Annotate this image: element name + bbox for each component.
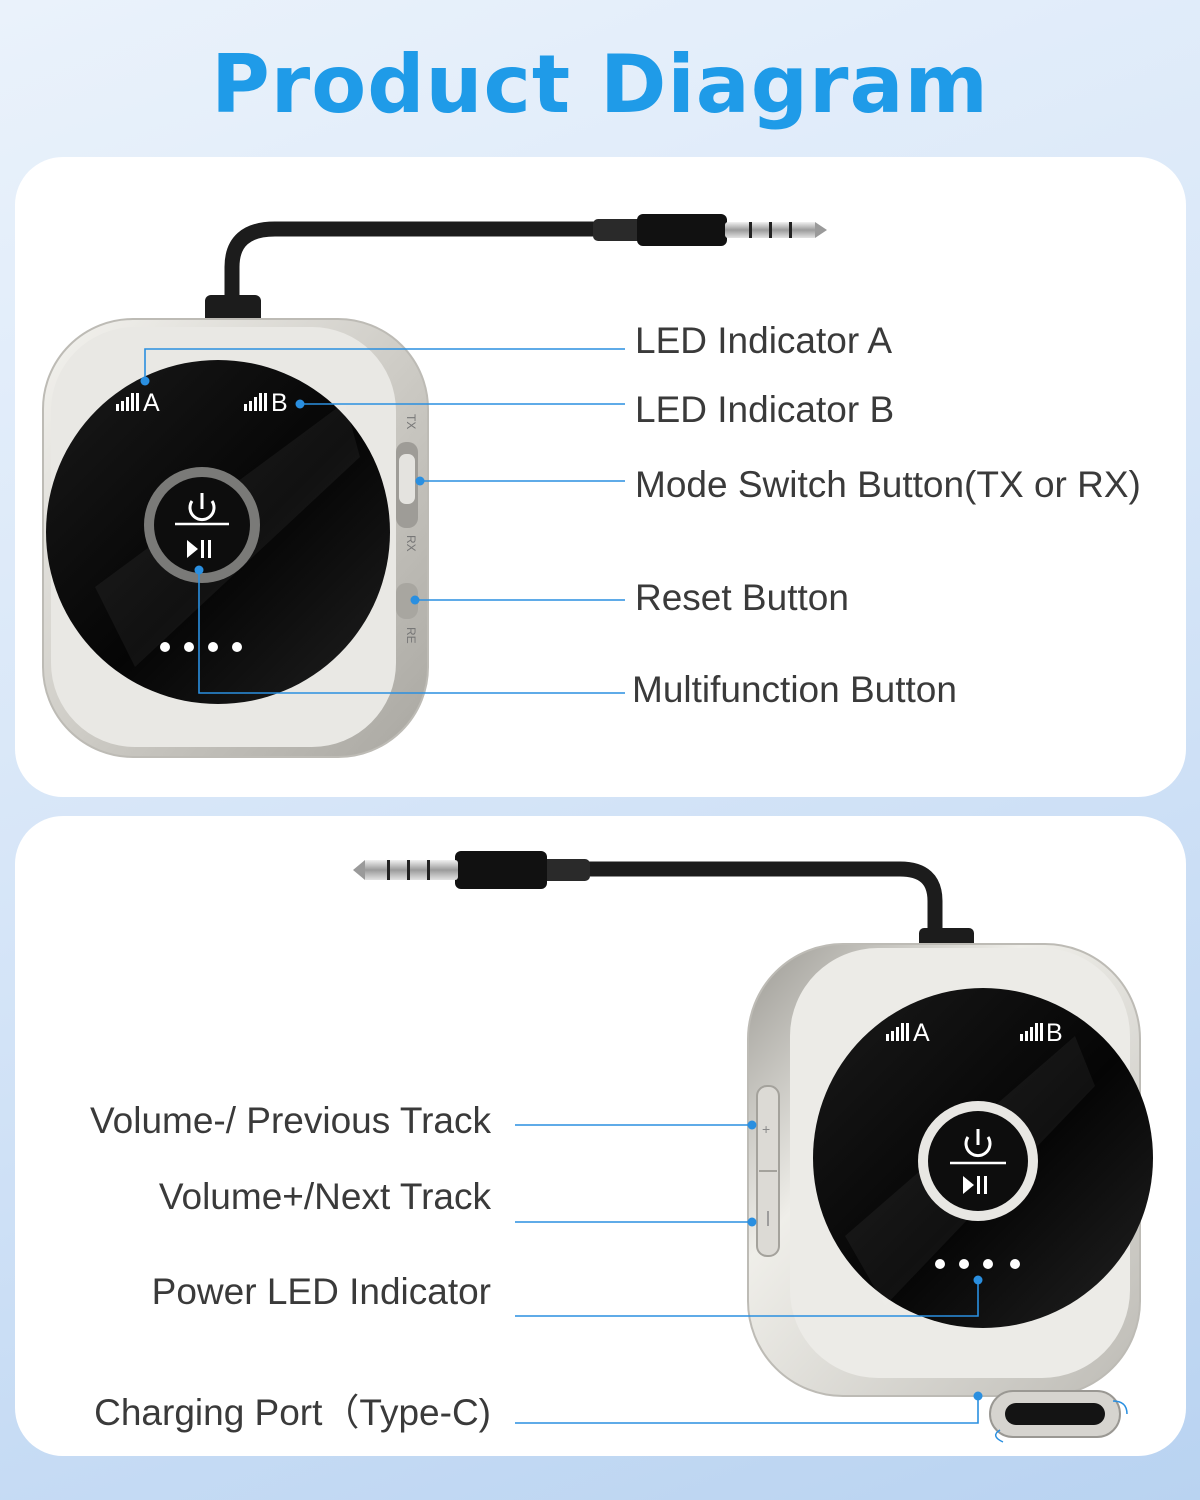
power-led-dots	[935, 1259, 1020, 1269]
power-icon	[964, 1129, 992, 1158]
signal-bars-icon-b	[244, 393, 267, 411]
callout-volume-minus-previous-track: Volume-/ Previous Track	[90, 1100, 491, 1141]
jack-sleeve	[540, 859, 590, 881]
led-a-marking: A	[143, 389, 160, 417]
jack-housing	[455, 851, 547, 889]
callout-power-led-indicator: Power LED Indicator	[151, 1271, 491, 1312]
signal-bars-icon-b	[1020, 1023, 1043, 1041]
cable-strain-relief	[205, 295, 261, 325]
rx-marking: RX	[404, 535, 418, 552]
callout-reset-button: Reset Button	[635, 577, 849, 618]
led-a-marking: A	[913, 1019, 930, 1047]
jack-plug	[363, 860, 458, 880]
front-view-illustration: TX RX RE A B	[42, 214, 827, 758]
volume-minus-mark: +	[762, 1121, 770, 1137]
led-b-marking: B	[1046, 1019, 1063, 1047]
side-view-panel: + A B	[15, 816, 1186, 1456]
callout-mode-switch-button: Mode Switch Button(TX or RX)	[635, 464, 1141, 505]
leader-lines	[515, 1124, 979, 1424]
side-view-illustration: + A B	[353, 851, 1153, 1443]
leader-dots	[140, 376, 425, 605]
audio-cable	[224, 221, 608, 310]
callout-volume-plus-next-track: Volume+/Next Track	[158, 1176, 491, 1217]
jack-tip	[815, 222, 827, 238]
reset-button	[396, 583, 418, 619]
signal-bars-icon-a	[886, 1023, 909, 1041]
page-title: Product Diagram	[211, 38, 989, 131]
play-pause-icon	[963, 1176, 987, 1194]
jack-housing	[637, 214, 727, 246]
power-icon	[188, 493, 216, 522]
front-view-panel: TX RX RE A B	[15, 157, 1186, 797]
leader-dots	[747, 1120, 983, 1401]
callout-led-indicator-a: LED Indicator A	[635, 320, 893, 361]
callout-led-indicator-b: LED Indicator B	[635, 389, 895, 430]
jack-sleeve	[593, 219, 647, 241]
audio-cable	[567, 861, 943, 944]
play-pause-icon	[187, 540, 211, 558]
jack-tip	[353, 860, 365, 880]
callout-charging-port: Charging Port（Type-C)	[94, 1392, 491, 1433]
reset-marking: RE	[404, 627, 418, 644]
tx-marking: TX	[404, 414, 418, 429]
signal-bars-icon-a	[116, 393, 139, 411]
callout-multifunction-button: Multifunction Button	[632, 669, 957, 710]
led-b-marking: B	[271, 389, 288, 417]
leader-lines	[144, 348, 625, 694]
power-led-dots	[160, 642, 242, 652]
